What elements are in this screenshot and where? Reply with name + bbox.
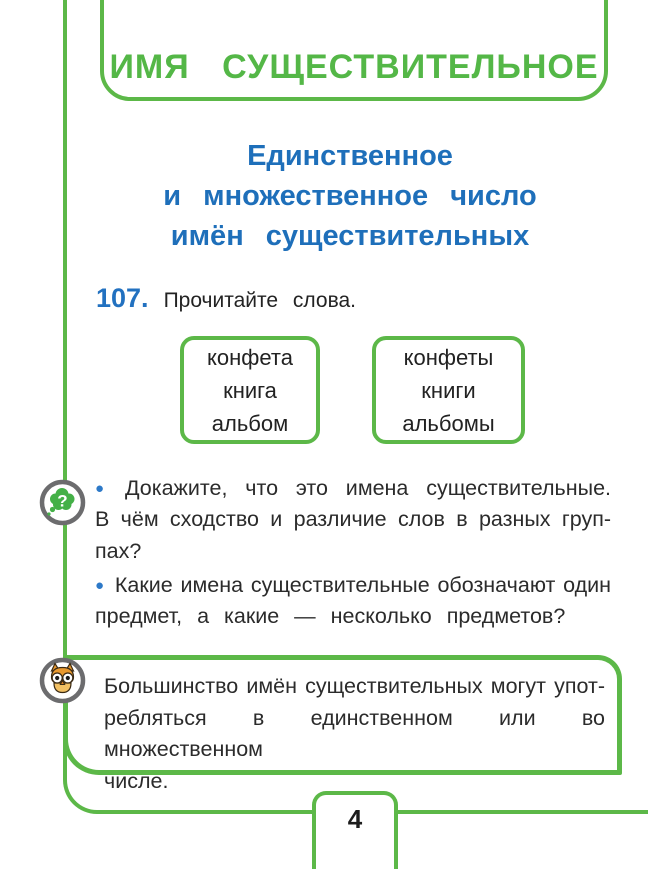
question-line: ● Докажите, что это имена существительные… bbox=[95, 473, 611, 504]
word: конфеты bbox=[403, 344, 494, 370]
question-line: ● Какие имена существительные обозначают … bbox=[95, 570, 611, 601]
word: альбом bbox=[211, 410, 289, 436]
lesson-title-line: имён существительных bbox=[170, 220, 530, 252]
bullet-icon: ● bbox=[95, 576, 106, 594]
exercise-header: 107. Прочитайте слова. bbox=[96, 283, 356, 314]
chapter-title: ИМЯ СУЩЕСТВИТЕЛЬНОЕ bbox=[109, 48, 599, 86]
rule-line: числе. bbox=[104, 768, 169, 793]
word: конфета bbox=[207, 344, 293, 370]
owl-icon bbox=[39, 657, 86, 704]
word: альбомы bbox=[402, 410, 495, 436]
word-box-plural: конфеты книги альбомы bbox=[372, 336, 525, 444]
page-number-tab: 4 bbox=[312, 791, 398, 869]
exercise-number: 107. bbox=[96, 283, 149, 313]
page-number: 4 bbox=[347, 804, 363, 834]
word: книга bbox=[223, 377, 277, 403]
rule-box: Большинство имён существительных могут у… bbox=[63, 655, 622, 793]
bullet-icon: ● bbox=[95, 480, 116, 497]
rule-line: ребляться в единственном или во множеств… bbox=[104, 705, 605, 762]
question-line: В чём сходство и различие слов в разных … bbox=[95, 507, 611, 532]
word-box-singular: конфета книга альбом bbox=[180, 336, 320, 444]
rule-line: Большинство имён существительных могут у… bbox=[104, 674, 605, 698]
question-line: предмет, а какие — несколько предметов? bbox=[95, 604, 566, 629]
chapter-title-box: ИМЯ СУЩЕСТВИТЕЛЬНОЕ bbox=[100, 0, 608, 101]
word: книги bbox=[421, 377, 476, 403]
exercise-instruction: Прочитайте слова. bbox=[163, 289, 357, 312]
lesson-title-line: Единственное bbox=[247, 140, 453, 172]
question-list: ● Докажите, что это имена существительные… bbox=[95, 473, 611, 632]
question-text: Какие имена существительные обозначают о… bbox=[114, 572, 612, 597]
svg-text:?: ? bbox=[57, 492, 67, 511]
lesson-title-line: и множественное число bbox=[163, 180, 537, 212]
question-text: Докажите, что это имена существительные. bbox=[124, 476, 612, 500]
question-cloud-icon: ? bbox=[39, 479, 86, 526]
lesson-title: Единственное и множественное число имён … bbox=[78, 136, 622, 256]
question-line: пах? bbox=[95, 538, 142, 563]
